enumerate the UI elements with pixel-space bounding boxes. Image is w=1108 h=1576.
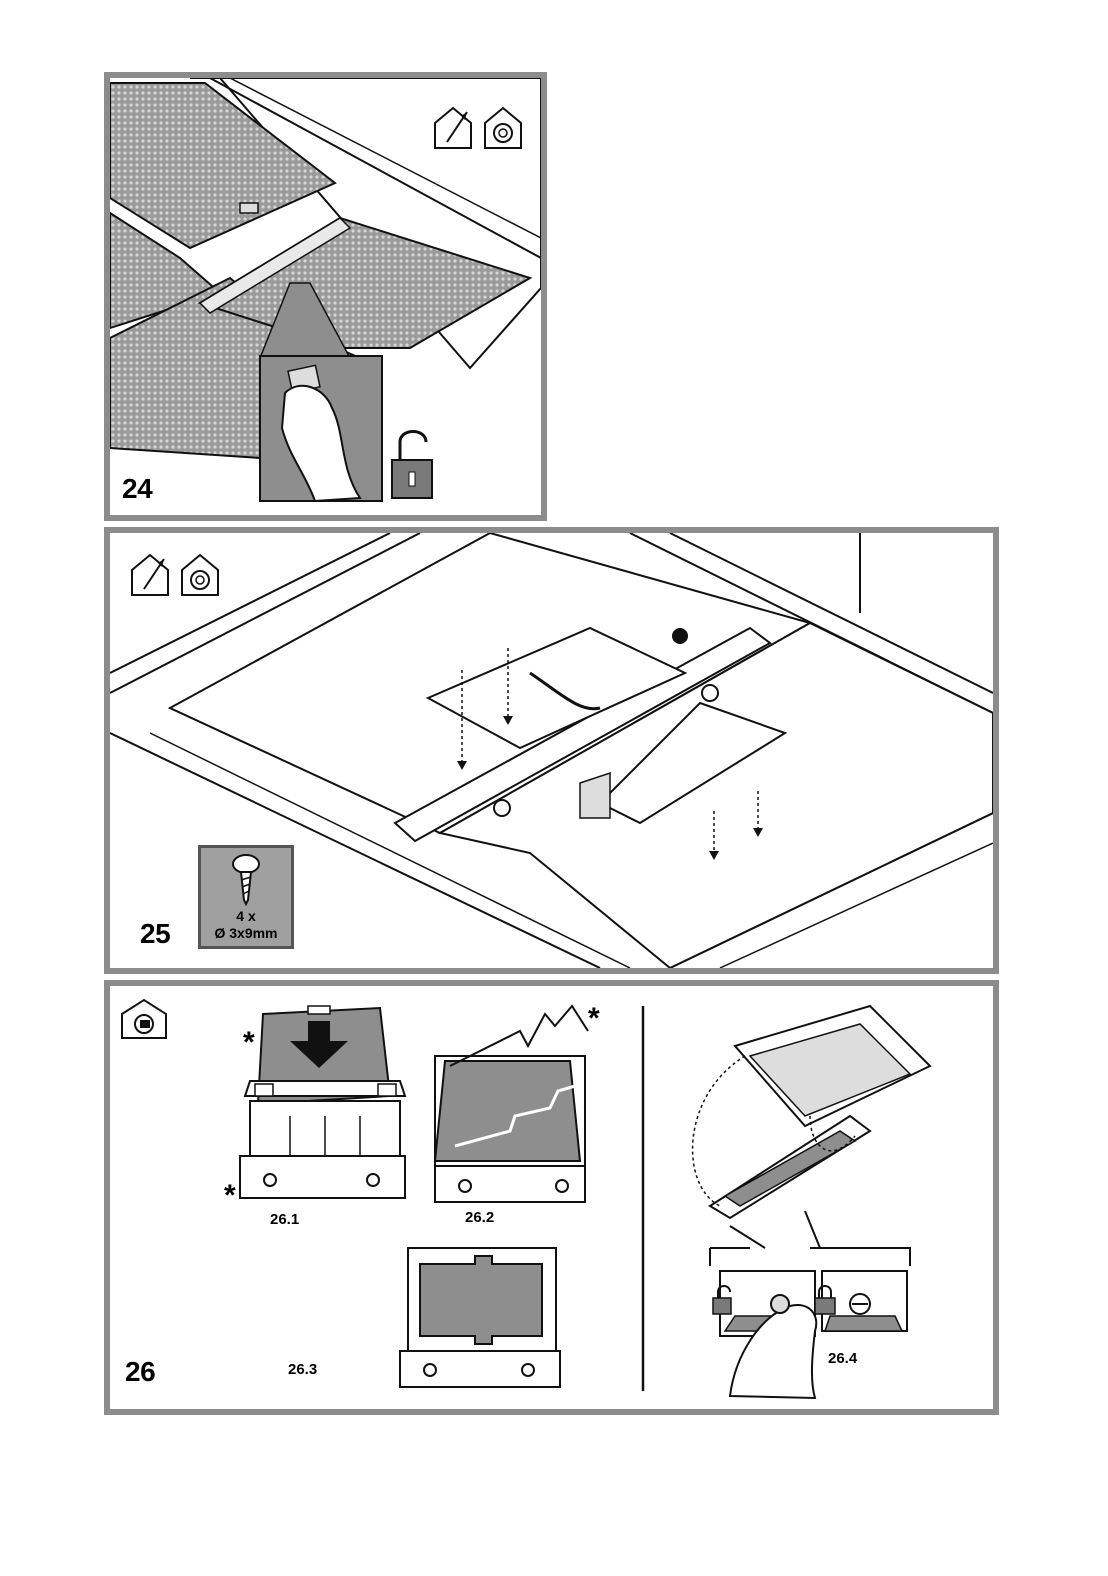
figure-24-illustration — [110, 78, 541, 515]
step-label-26-3: 26.3 — [288, 1361, 317, 1378]
recirculation-mode-icon — [182, 555, 218, 595]
step-26-4-drawing — [693, 1006, 930, 1398]
figure-number: 25 — [140, 918, 170, 950]
extraction-mode-icon — [132, 555, 168, 595]
marker-star: * — [224, 1181, 236, 1211]
marker-star: * — [588, 1004, 600, 1034]
step-26-2-drawing — [435, 1006, 588, 1202]
filter-latch — [240, 203, 258, 213]
step-26-3-drawing — [400, 1248, 560, 1387]
open-padlock-icon — [392, 432, 432, 499]
marker-star: * — [243, 1028, 255, 1058]
carbon-filter-mode-icon — [122, 1000, 166, 1038]
step-label-26-2: 26.2 — [465, 1209, 494, 1226]
step-label-26-4: 26.4 — [828, 1350, 857, 1367]
screw-icon — [226, 852, 266, 906]
screw-spec-box: 4 x Ø 3x9mm — [198, 845, 294, 949]
figure-25-panel: 4 x Ø 3x9mm 25 — [104, 527, 999, 974]
step-26-1-drawing — [240, 1006, 405, 1198]
step-label-26-1: 26.1 — [270, 1211, 299, 1228]
figure-24-panel: 24 — [104, 72, 547, 521]
figure-26-panel: * * * 26.1 26.2 26.3 26.4 26 — [104, 980, 999, 1415]
figure-number: 26 — [125, 1356, 155, 1388]
figure-number: 24 — [122, 473, 152, 505]
screw-quantity: 4 x — [201, 908, 291, 924]
screw-size: Ø 3x9mm — [201, 925, 291, 941]
